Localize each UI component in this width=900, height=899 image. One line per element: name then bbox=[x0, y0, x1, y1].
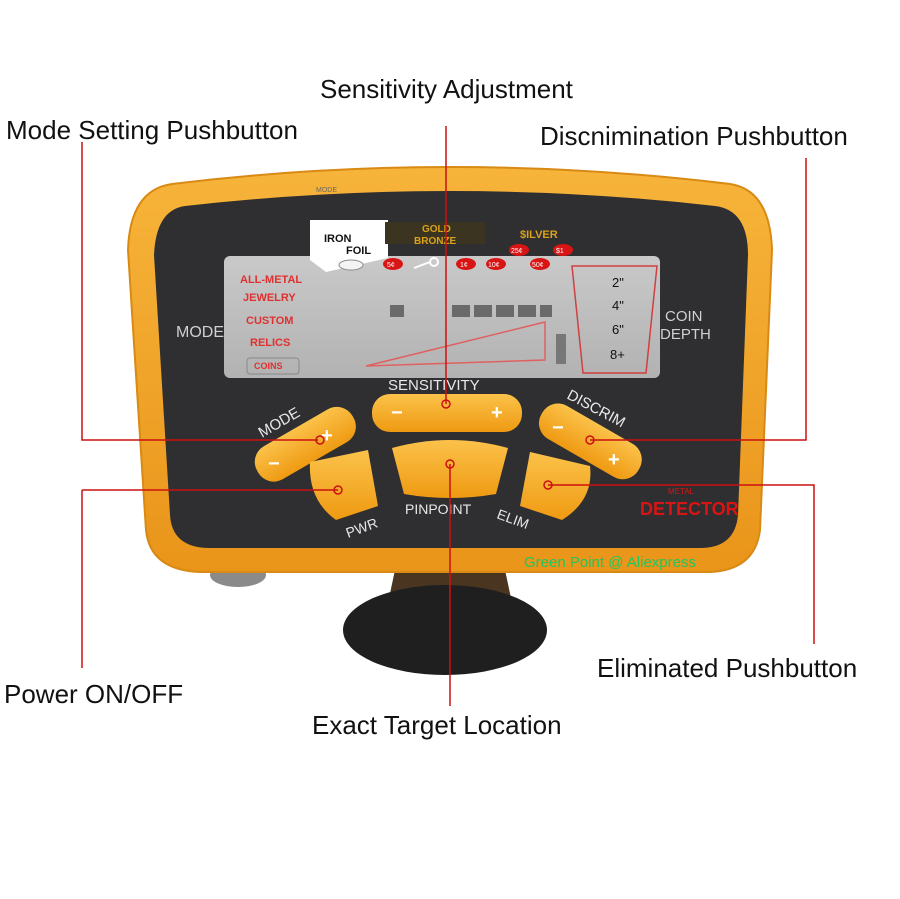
mode-custom: CUSTOM bbox=[246, 315, 293, 327]
depth-8: 8+ bbox=[610, 347, 625, 362]
pinpoint-label: PINPOINT bbox=[405, 501, 472, 517]
callout-sensitivity: Sensitivity Adjustment bbox=[320, 74, 573, 104]
coin-badge-label: 10¢ bbox=[488, 262, 500, 269]
callout-discrimination: Discnimination Pushbutton bbox=[540, 121, 848, 151]
mode-minus[interactable]: − bbox=[268, 453, 280, 475]
coin-badge bbox=[383, 258, 403, 270]
mode-plus[interactable]: + bbox=[321, 425, 333, 447]
coin-badge bbox=[456, 258, 476, 270]
discrim-plus[interactable]: + bbox=[608, 449, 620, 471]
callout-line-mode bbox=[81, 142, 318, 441]
depth-label: DEPTH bbox=[660, 326, 711, 343]
depth-box bbox=[571, 265, 658, 374]
callout-mode: Mode Setting Pushbutton bbox=[6, 115, 298, 145]
coin-badge bbox=[553, 244, 573, 256]
gold-band bbox=[385, 222, 485, 244]
sensitivity-plus[interactable]: + bbox=[491, 402, 503, 424]
discrim-rocker[interactable] bbox=[532, 397, 648, 486]
callout-eliminated: Eliminated Pushbutton bbox=[597, 653, 858, 683]
coin-badge-label: 25¢ bbox=[511, 248, 523, 255]
depth-2: 2" bbox=[612, 275, 624, 290]
mode-side-label: MODE bbox=[176, 324, 224, 341]
mode-coins: COINS bbox=[254, 361, 283, 371]
mode-all-metal: ALL-METAL bbox=[240, 274, 302, 286]
depth-4: 4" bbox=[612, 298, 624, 313]
key-icon bbox=[413, 257, 440, 269]
elim-button[interactable] bbox=[520, 452, 591, 520]
top-mode-label: MODE bbox=[316, 187, 337, 194]
mode-rocker[interactable] bbox=[248, 400, 362, 488]
brand-small: METAL bbox=[668, 487, 695, 496]
coin-label: COIN bbox=[665, 308, 703, 325]
foam-grip bbox=[343, 585, 547, 675]
coin-badge bbox=[509, 244, 529, 256]
gold-label: GOLD bbox=[422, 224, 451, 235]
depth-6: 6" bbox=[612, 322, 624, 337]
iron-label: IRON bbox=[324, 233, 352, 245]
coins-box bbox=[246, 357, 300, 375]
coin-badge-label: 5¢ bbox=[387, 262, 395, 269]
power-button[interactable] bbox=[309, 450, 378, 520]
lcd-segments bbox=[390, 305, 566, 364]
sensitivity-label: SENSITIVITY bbox=[388, 377, 480, 394]
depth-values: 2" 4" 6" 8+ bbox=[610, 275, 625, 362]
coin-badge-label: $1 bbox=[556, 248, 564, 255]
bottle-cap-icon bbox=[338, 259, 364, 271]
callout-line-discrim bbox=[590, 158, 807, 441]
foil-label: FOIL bbox=[346, 245, 371, 257]
callout-line-elim bbox=[548, 484, 815, 644]
mode-list: ALL-METAL JEWELRY CUSTOM RELICS COINS bbox=[240, 274, 302, 371]
coin-badge bbox=[530, 258, 550, 270]
callout-pinpoint: Exact Target Location bbox=[312, 710, 562, 740]
sensitivity-rocker[interactable] bbox=[372, 394, 522, 432]
coin-badge bbox=[486, 258, 506, 270]
discrim-minus[interactable]: − bbox=[552, 417, 564, 439]
watermark: Green Point @ Aliexpress bbox=[524, 554, 696, 571]
callout-lines bbox=[81, 126, 815, 706]
lcd-screen bbox=[224, 256, 660, 378]
coin-badges: 5¢ 1¢ 10¢ 50¢ 25¢ $1 bbox=[383, 244, 573, 270]
bronze-label: BRONZE bbox=[414, 236, 457, 247]
lcd-top-tab bbox=[310, 220, 388, 272]
callout-dots bbox=[315, 399, 595, 495]
brand-logo: DETECTOR bbox=[640, 499, 739, 519]
callout-power: Power ON/OFF bbox=[4, 679, 184, 709]
sensitivity-minus[interactable]: − bbox=[391, 402, 403, 424]
signal-wedge bbox=[365, 321, 546, 367]
silver-label: $ILVER bbox=[520, 229, 558, 241]
coin-badge-label: 1¢ bbox=[460, 262, 468, 269]
callout-line-power bbox=[81, 489, 338, 668]
coin-badge-label: 50¢ bbox=[532, 262, 544, 269]
mode-jewelry: JEWELRY bbox=[243, 292, 296, 304]
mode-relics: RELICS bbox=[250, 337, 290, 349]
